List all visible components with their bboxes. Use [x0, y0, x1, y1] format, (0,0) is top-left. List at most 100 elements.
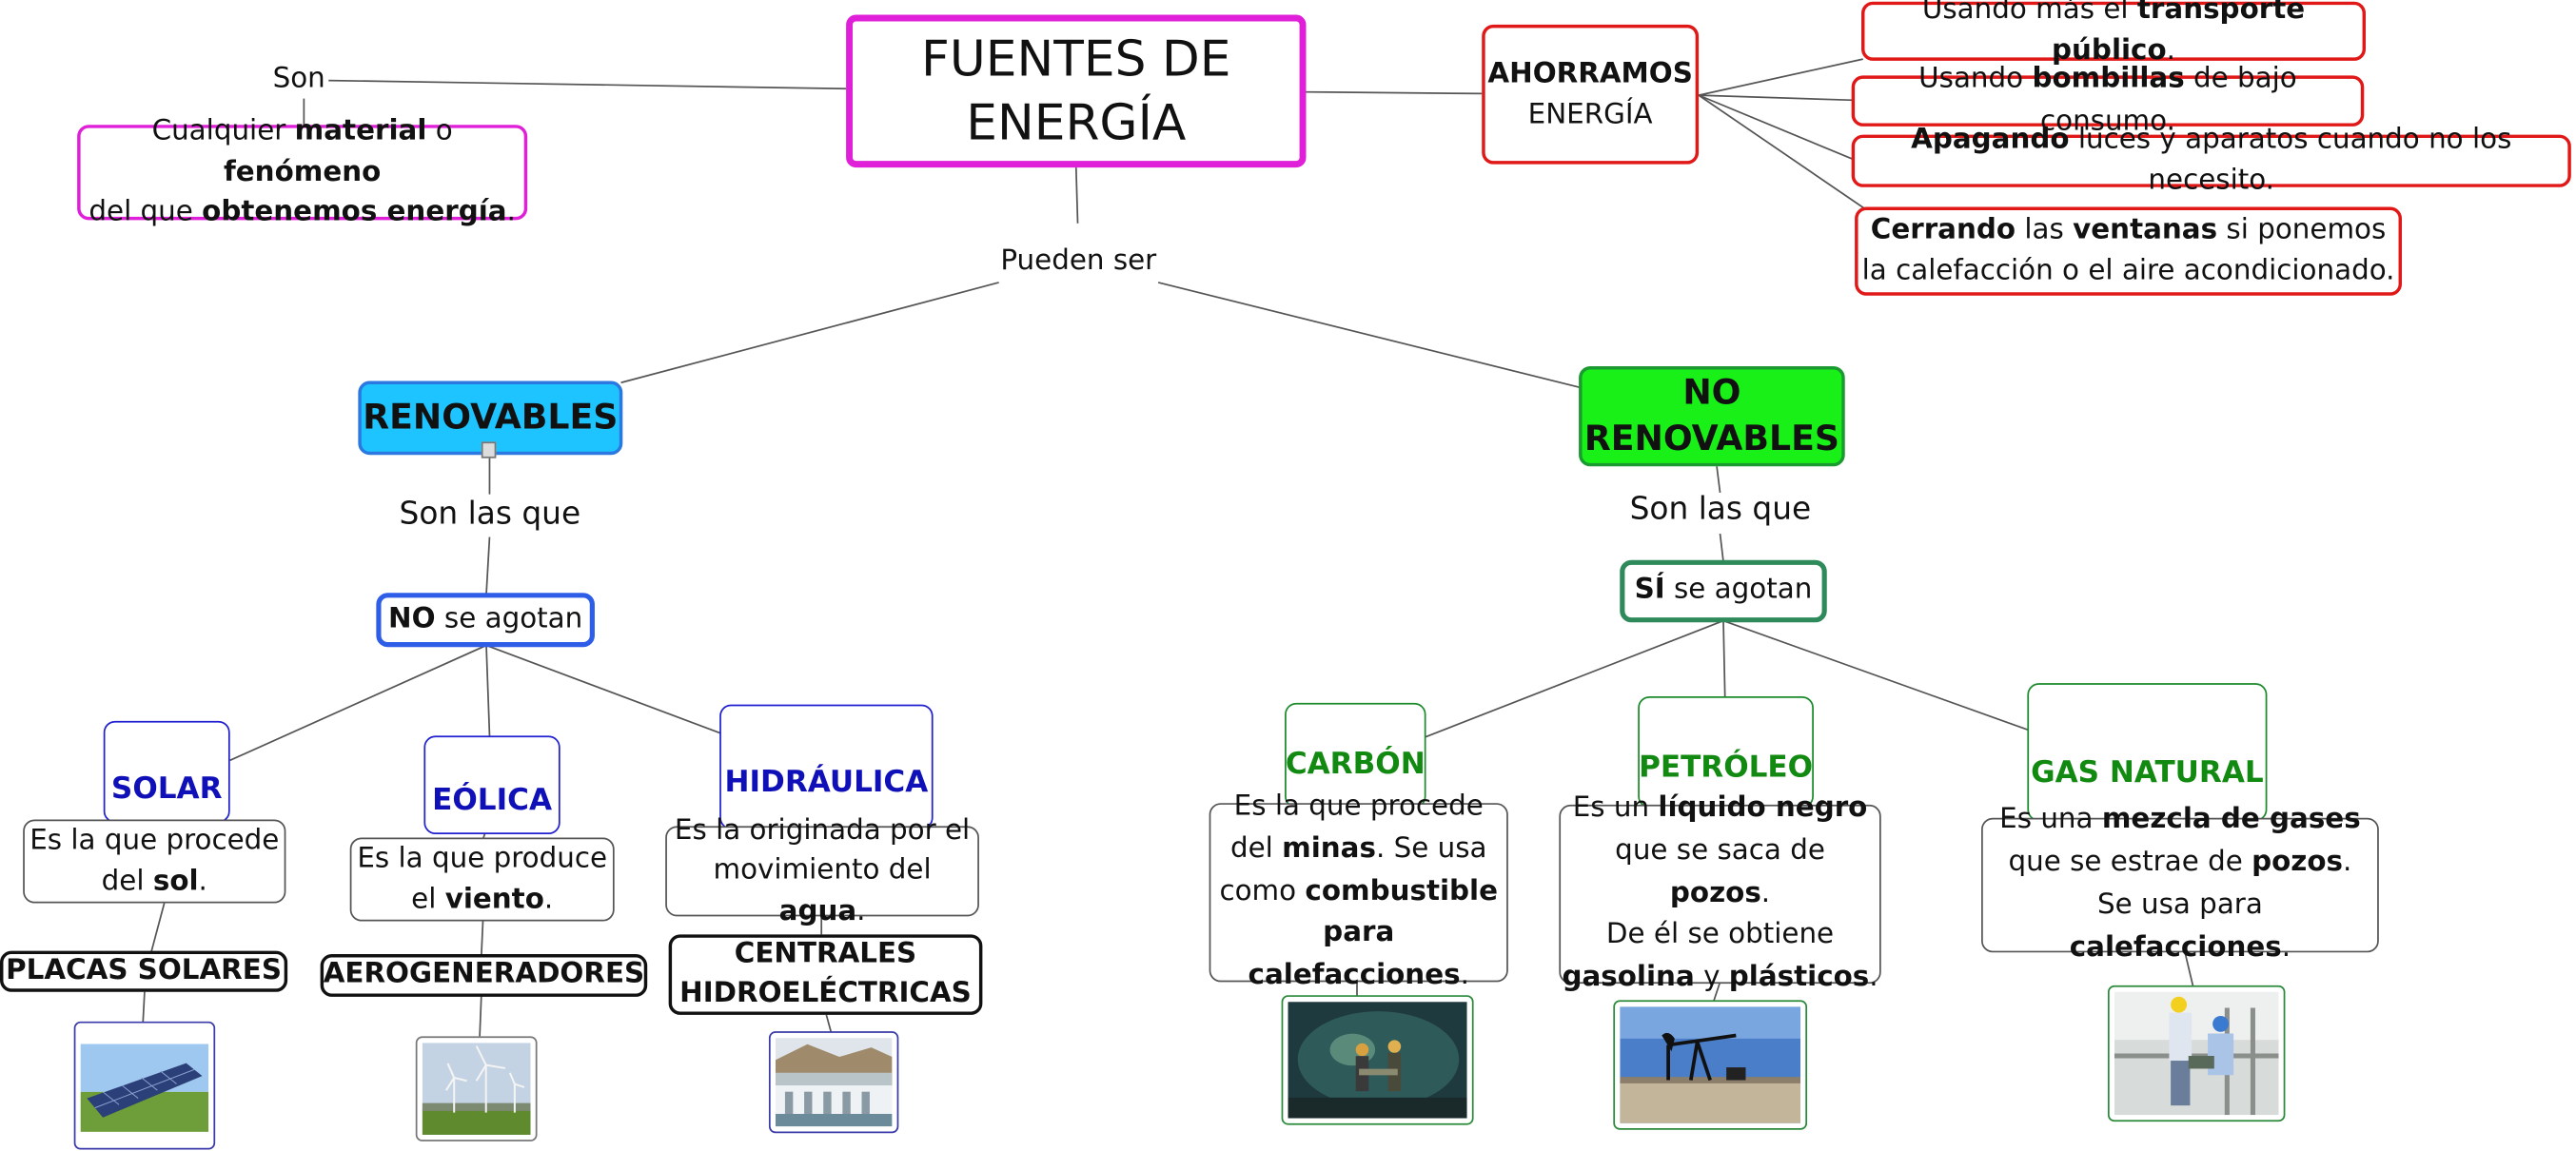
text-ahorro-title-a: AHORRAMOS	[1487, 57, 1693, 90]
ahorro-item-ventanas: Cerrando las ventanas si ponemos la cale…	[1855, 206, 2402, 296]
text-line: Usando más el transporte público.	[1864, 0, 2362, 73]
main-title-line2: ENERGÍA	[966, 94, 1187, 152]
gas-natural-description: Es una mezcla de gases que se estrae de …	[1981, 804, 2379, 964]
text-line	[1620, 1006, 1801, 1123]
link-main-son	[328, 79, 847, 90]
coal-mine-photo	[1281, 995, 1474, 1125]
text-line: NO se agotan	[388, 599, 582, 641]
text-ahorro-i3-b: luces y aparatos cuando no los necesito.	[2069, 122, 2512, 198]
pueden-ser-label: Pueden ser	[1000, 244, 1157, 278]
link-pueden-noren	[1157, 282, 1582, 389]
hydroelectric-dam-photo	[768, 1031, 899, 1134]
solar-description: Es la que procede del sol.	[23, 819, 286, 904]
text-line: SÍ se agotan	[1635, 570, 1813, 612]
text-ahorro-i1-b: transporte público	[2052, 0, 2306, 68]
text-no-renovables-gas-d3a: Se usa para	[2096, 888, 2263, 922]
carbon-node: CARBÓN	[1285, 702, 1426, 809]
wind-turbines-photo	[415, 1036, 538, 1141]
link-noagotan-eolica	[485, 645, 491, 736]
text-no-renovables-petroleo-d2c: .	[1760, 876, 1771, 909]
text-line: Apagando luces y aparatos cuando no los …	[1855, 119, 2567, 203]
text-ahorro-i1-a: Usando más el	[1921, 0, 2137, 26]
text-renovables-hidraulica-cap2: HIDROELÉCTRICAS	[679, 976, 972, 1009]
text-renovables-eolica-d2: el	[411, 882, 445, 916]
main-title-node: FUENTES DE ENERGÍA	[846, 14, 1307, 168]
text-no-renovables-carbon-d3a: como	[1219, 874, 1306, 907]
link-ahorro-2	[1699, 94, 1854, 102]
link-ahorro-1	[1698, 58, 1863, 96]
aerogeneradores-caption: AEROGENERADORES	[320, 954, 648, 997]
text-line	[422, 1043, 531, 1135]
text-line: Usando bombillas de bajo consumo.	[1855, 59, 2361, 143]
text-line	[775, 1038, 893, 1127]
oil-pump-photo	[1613, 1000, 1808, 1130]
link-siagotan-carbon	[1424, 619, 1724, 738]
text-line: gasolina y plásticos.	[1562, 958, 1878, 1001]
text-renovables-hidraulica-d4: .	[856, 894, 866, 928]
text-no-renovables-petroleo-d4d: .	[1869, 961, 1878, 994]
text-no-renovables-petroleo-d2a: que se saca de	[1615, 833, 1825, 868]
text-renovables-hidraulica-d1: Es la originada por el	[674, 813, 971, 848]
attachment-icon[interactable]	[481, 441, 497, 458]
text-line	[1288, 1002, 1467, 1119]
text-line: movimiento del agua.	[667, 851, 977, 932]
text-line	[2114, 991, 2279, 1116]
text-line: para calefacciones.	[1210, 914, 1506, 999]
solar-panels-photo	[73, 1021, 216, 1150]
text-line: del minas. Se usa	[1230, 829, 1487, 871]
text-no-renovables-petroleo-d4c: plásticos	[1728, 961, 1870, 994]
text-no-renovables-petroleo-d1a: Es un	[1572, 791, 1659, 825]
text-no-renovables-carbon-d4c: .	[1460, 959, 1469, 993]
text-son-def-b: material	[294, 114, 427, 148]
no-se-agotan-node: NO se agotan	[376, 593, 595, 648]
text-son-def-e: del que	[88, 196, 203, 229]
link-main-pueden	[1074, 167, 1079, 224]
text-no-renovables-title1: NO	[1682, 373, 1741, 413]
text-no-renovables-carbon-d2b: minas	[1282, 831, 1376, 866]
text-line: Se usa para calefacciones.	[1983, 886, 2377, 970]
no-renovables-node: NO RENOVABLES	[1579, 365, 1845, 467]
ahorro-item-apagando: Apagando luces y aparatos cuando no los …	[1851, 123, 2571, 197]
text-no-renovables-carbon-d2a: del	[1229, 831, 1283, 866]
noren-link-label: Son las que	[1629, 491, 1812, 528]
text-line: Cualquier material o fenómeno	[81, 111, 524, 192]
carbon-description: Es la que procede del minas. Se usa como…	[1209, 790, 1508, 992]
text-no-renovables-petroleo-d1b: líquido negro	[1658, 791, 1868, 825]
text-ahorro-i4-d: si ponemos	[2217, 214, 2387, 247]
ahorro-item-transporte: Usando más el transporte público.	[1861, 0, 2367, 68]
text-renovables-hidraulica-d3: agua	[778, 894, 857, 928]
text-renovables-solar-d1: Es la que procede	[29, 824, 280, 857]
text-no-renovables-gas-d3c: .	[2281, 930, 2291, 965]
placas-solares-caption: PLACAS SOLARES	[0, 950, 288, 992]
text-ahorro-title-b: ENERGÍA	[1527, 97, 1653, 131]
text-son-def-c: o	[426, 114, 453, 148]
ahorro-item-bombillas: Usando bombillas de bajo consumo.	[1851, 63, 2365, 137]
text-line: el viento.	[411, 879, 553, 920]
text-son-def-d: fenómeno	[224, 155, 382, 188]
petroleo-node: PETRÓLEO	[1638, 695, 1814, 809]
text-line	[80, 1027, 209, 1143]
hidraulica-node: HIDRÁULICA	[719, 704, 934, 829]
text-line: Es un líquido negro	[1573, 789, 1868, 831]
text-no-renovables-title2: RENOVABLES	[1583, 418, 1839, 458]
link-ahorro-3	[1698, 94, 1854, 161]
link-noren-son	[1716, 466, 1721, 494]
text-ahorro-i4-e: la calefacción o el aire acondicionado.	[1861, 254, 2395, 288]
text-no-renovables-petroleo-d3: De él se obtiene	[1605, 918, 1835, 952]
text-ahorro-i3-a: Apagando	[1911, 122, 2070, 156]
text-renovables-hidraulica-cap1: CENTRALES	[734, 937, 917, 970]
text-son-def-f: obtenemos energía	[202, 196, 507, 229]
centrales-hidroelectricas-caption: CENTRALES HIDROELÉCTRICAS	[668, 934, 983, 1015]
link-siagotan-petroleo	[1722, 620, 1726, 698]
text-no-renovables-gas-d2a: que se estrae de	[2008, 846, 2252, 879]
eolica-node: EÓLICA	[423, 735, 560, 835]
link-main-ahorro	[1306, 90, 1483, 95]
text-son-def-a: Cualquier	[151, 114, 295, 148]
text-renovables-eolica-d3: viento	[444, 882, 544, 916]
link-ahorro-4	[1698, 94, 1865, 209]
text-no-renovables-agotan-a: SÍ	[1634, 573, 1665, 607]
text-no-renovables-gas-d1a: Es una	[1999, 803, 2102, 837]
text-no-renovables-gas-d1b: mezcla de gases	[2101, 803, 2361, 837]
text-renovables-eolica-d4: .	[543, 882, 554, 916]
solar-node: SOLAR	[103, 720, 230, 823]
